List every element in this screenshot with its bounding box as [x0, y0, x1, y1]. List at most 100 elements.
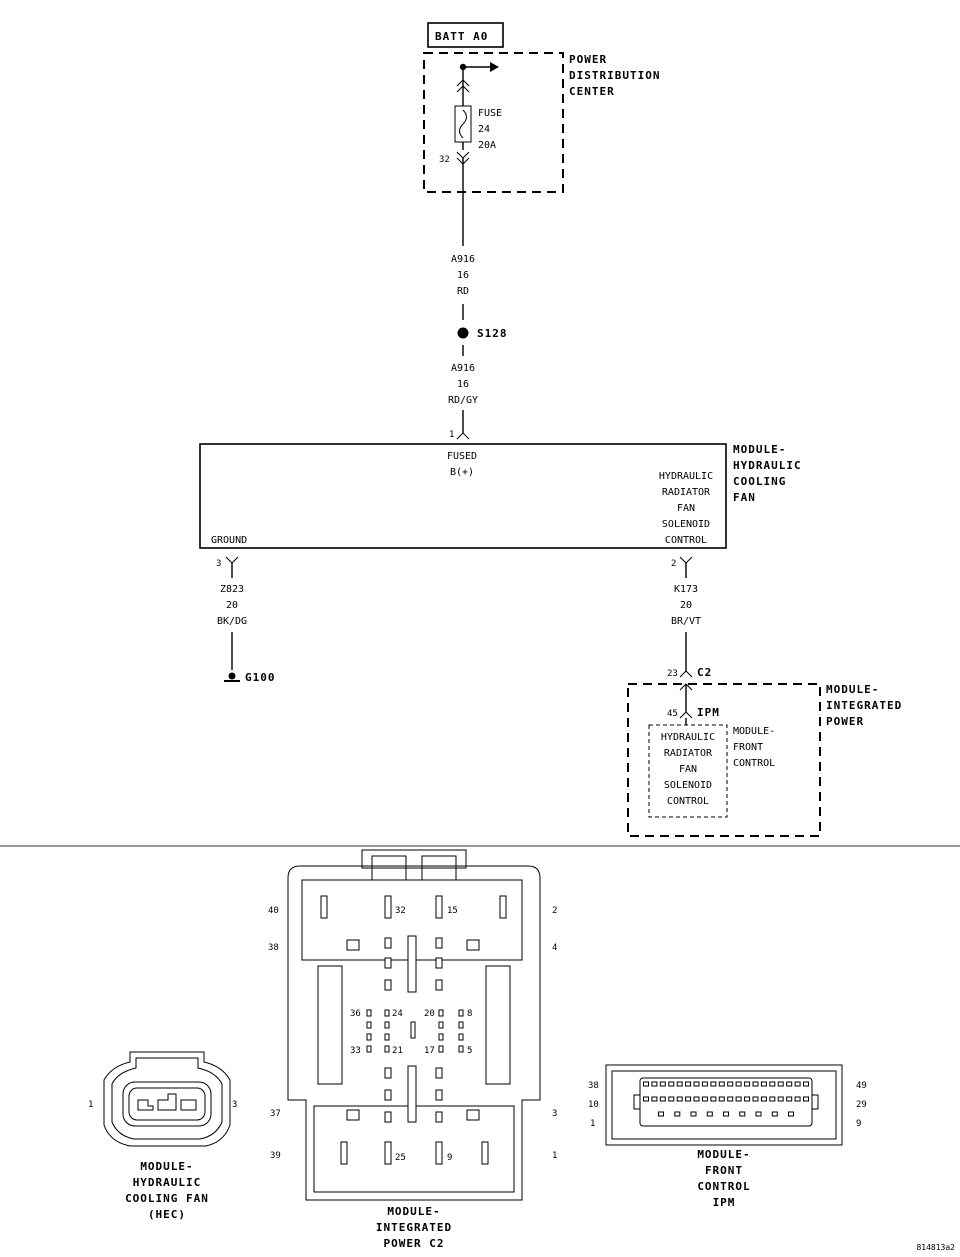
c2-slot: [340, 1141, 348, 1165]
fcm-pin-cavity: [786, 1081, 793, 1087]
control-circuit: 2 K173 20 BR/VT 23 C2: [667, 556, 711, 679]
fcm-pin-cavity: [658, 1111, 664, 1117]
pin-3-connector-icon: [225, 556, 239, 564]
fcm-caption-4: IPM: [713, 1196, 736, 1209]
c2-pin-32: 32: [395, 906, 406, 916]
ipm-c2-connector-view: 40 38 37 39 2 4 3 1 32 15 36 24 20 8 33 …: [268, 849, 557, 1250]
ipm-entry-chevron-icon: [679, 683, 693, 691]
splice-s128-dot: [457, 327, 469, 339]
fcm-pin-cavity: [794, 1081, 801, 1087]
c2-slot: [384, 1089, 392, 1101]
c2-slot: [499, 895, 507, 919]
c2-slot: [366, 1009, 372, 1017]
hcf-caption-1: MODULE-: [140, 1160, 193, 1173]
c2-slot: [438, 1045, 444, 1053]
c2-slot: [435, 937, 443, 949]
c2-slot: [435, 957, 443, 969]
pdc-title-line-2: DISTRIBUTION: [569, 69, 660, 82]
fcm-label-1: MODULE-: [733, 726, 775, 737]
fcm-pin-cavity: [690, 1111, 697, 1117]
fcm-pin-cavity: [643, 1096, 649, 1102]
wire-3-code: Z823: [220, 584, 244, 595]
c2-slot: [384, 937, 392, 949]
pdc-pin-32: 32: [439, 155, 450, 165]
fcm-pin-cavity: [735, 1096, 742, 1102]
c2-connector-shell: [287, 865, 541, 1201]
fcm-pin-cavity: [760, 1081, 767, 1087]
c2-center-slot: [407, 1065, 417, 1123]
hcf-caption-2: HYDRAULIC: [133, 1176, 202, 1189]
c2-pin-5: 5: [467, 1046, 472, 1056]
pdc-title-line-1: POWER: [569, 53, 607, 66]
c2-pin-2: 2: [552, 906, 557, 916]
inner-label-5: CONTROL: [667, 796, 709, 807]
fcm-pin-cavity: [676, 1081, 683, 1087]
c2-pin-36: 36: [350, 1009, 361, 1019]
c2-pin-3: 3: [552, 1109, 557, 1119]
module-pin-2: 2: [671, 559, 676, 569]
c2-slot: [435, 979, 443, 991]
batt-a0-box: [427, 22, 504, 48]
c2-slot: [466, 1109, 480, 1121]
fcm-pin-cavity: [701, 1081, 708, 1087]
c2-slot: [384, 1009, 390, 1017]
c2-caption-1: MODULE-: [387, 1205, 440, 1218]
c2-slot: [458, 1033, 464, 1041]
module-pin-3: 3: [216, 559, 221, 569]
c2-slot: [435, 1067, 443, 1079]
ipm-connector-label: IPM: [697, 706, 720, 719]
c2-slot: [435, 1089, 443, 1101]
fcm-right-key: [811, 1094, 819, 1110]
ground-circuit: 3 Z823 20 BK/DG G100: [216, 556, 275, 684]
hcf-terminal-2: [157, 1093, 177, 1111]
fcm-pin-cavity: [710, 1096, 717, 1102]
c2-left-guide: [317, 965, 343, 1085]
batt-a0-source: BATT A0: [427, 22, 504, 48]
hcf-terminal-1: [137, 1099, 154, 1111]
splice-s128-label: S128: [477, 327, 508, 340]
wire-1-color: RD: [457, 286, 469, 297]
fcm-pin-cavity: [735, 1081, 742, 1087]
hcf-connector-shell: [103, 1051, 231, 1147]
inner-label-3: FAN: [679, 764, 697, 775]
fcm-label-2: FRONT: [733, 742, 763, 753]
fcm-pin-cavity: [685, 1096, 692, 1102]
hcf-caption-4: (HEC): [148, 1208, 186, 1221]
fuse-element: [459, 109, 467, 139]
c2-pin-37: 37: [270, 1109, 281, 1119]
fcm-pin-cavity: [803, 1081, 809, 1087]
fcm-pin-cavity: [668, 1081, 675, 1087]
fcm-pin-cavity: [794, 1096, 801, 1102]
hcf-module-box: [199, 443, 727, 549]
pin-1-connector-icon: [456, 432, 470, 440]
ctrl-label-2: RADIATOR: [662, 487, 711, 498]
c2-slot: [435, 895, 443, 919]
pdc-title-line-3: CENTER: [569, 85, 615, 98]
ground-label: GROUND: [211, 535, 247, 546]
fuse-rating: 20A: [478, 140, 496, 151]
hcf-title-line-1: MODULE-: [733, 443, 786, 456]
fcm-pin-grid: [643, 1081, 809, 1117]
fcm-pin-cavity: [803, 1096, 809, 1102]
fcm-pin-cavity: [643, 1081, 649, 1087]
bus-arrow-head: [490, 62, 499, 72]
ipm-boundary: [627, 683, 821, 837]
c2-slot: [384, 895, 392, 919]
fcm-pin-10: 10: [588, 1100, 599, 1110]
fcm-pin-cavity: [752, 1081, 759, 1087]
fcm-pin-cavity: [788, 1111, 794, 1117]
c2-slot: [384, 1141, 392, 1165]
integrated-power-module: MODULE- INTEGRATED POWER 45 IPM HYDRAULI…: [627, 683, 901, 837]
fcm-pin-cavity: [693, 1081, 700, 1087]
inner-label-1: HYDRAULIC: [661, 732, 715, 743]
fcm-pin-cavity: [659, 1081, 666, 1087]
fcm-pin-cavity: [769, 1081, 776, 1087]
c2-slot: [384, 1111, 392, 1123]
fcm-pin-cavity: [777, 1096, 784, 1102]
c2-pin-21: 21: [392, 1046, 403, 1056]
c2-pin-25: 25: [395, 1153, 406, 1163]
c2-pin-1: 1: [552, 1151, 557, 1161]
fcm-pin-cavity: [739, 1111, 746, 1117]
c2-slot: [384, 979, 392, 991]
ctrl-label-3: FAN: [677, 503, 695, 514]
